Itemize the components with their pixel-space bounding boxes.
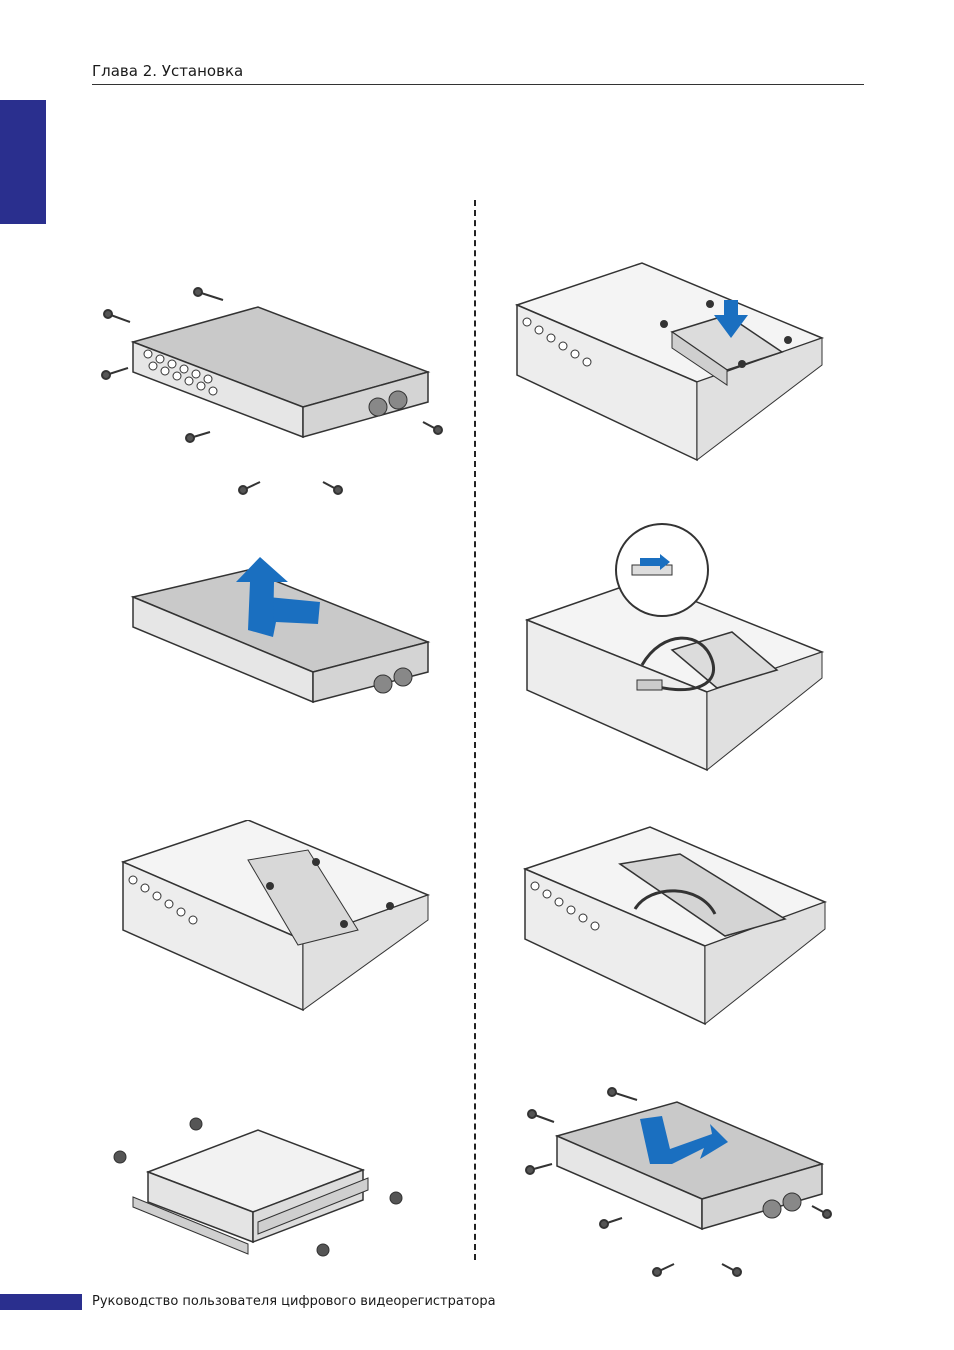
chapter-title: Глава 2. Установка [92, 62, 243, 80]
figure-connect-cables [522, 520, 832, 775]
figure-hdd-installed [520, 824, 835, 1029]
figure-attach-hdd-bracket [108, 1112, 418, 1262]
section-tab [0, 100, 46, 224]
figure-remove-screws [98, 282, 448, 497]
column-divider [474, 200, 476, 1260]
header-rule [92, 84, 864, 85]
figure-lift-cover [128, 552, 438, 772]
footer-bar [0, 1294, 82, 1310]
figure-open-chassis-bracket [118, 820, 438, 1020]
figure-close-cover [522, 1084, 842, 1279]
footer-text: Руководство пользователя цифрового видео… [92, 1294, 496, 1309]
figure-insert-hdd [512, 260, 832, 470]
